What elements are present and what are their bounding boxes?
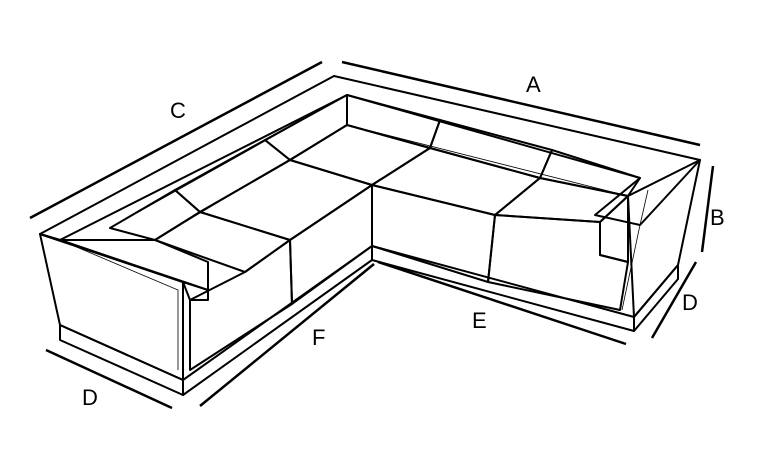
dimension-line-b [700,165,715,253]
dimension-label-d-right: D [682,290,698,315]
l-shaped-sofa-illustration [39,75,701,396]
seat-front-right-1 [371,184,496,283]
sofa-base-right-side [633,264,679,332]
dimension-labels: A B C D D E F [82,72,725,410]
dimension-label-f: F [312,325,325,350]
dimension-lines [29,60,715,410]
seat-cushion-left-3 [289,124,431,186]
dimension-label-a: A [526,72,541,97]
left-armrest-inner [59,239,209,301]
back-cushion-right-1 [346,94,441,149]
dimension-label-e: E [472,308,487,333]
seat-cushion-left-1 [154,211,291,273]
dimension-label-c: C [170,98,186,123]
dimension-label-b: B [710,205,725,230]
dimension-label-d-left: D [82,385,98,410]
seat-cushion-left-2 [199,159,373,241]
back-cushion-right-2 [429,119,553,179]
left-armrest-inner-edge [59,239,179,370]
dimension-line-d-right [650,261,698,339]
dimension-line-d-left [45,348,173,410]
right-armrest-inner-edge [621,189,649,311]
back-wall-right [346,94,641,197]
back-cushion-left-2 [174,139,291,213]
sofa-top-rim [39,75,701,241]
right-armrest-inner [599,195,629,263]
back-cushion-left-1 [109,189,201,241]
dimension-line-a [341,60,701,147]
right-armrest-front [627,159,701,318]
seat-front-mid [289,184,373,305]
dimension-line-f [199,263,375,407]
seat-front-left [189,239,293,371]
dimension-line-c [29,60,323,220]
dimension-line-e [377,260,627,346]
sofa-base-front-mid [182,245,373,396]
